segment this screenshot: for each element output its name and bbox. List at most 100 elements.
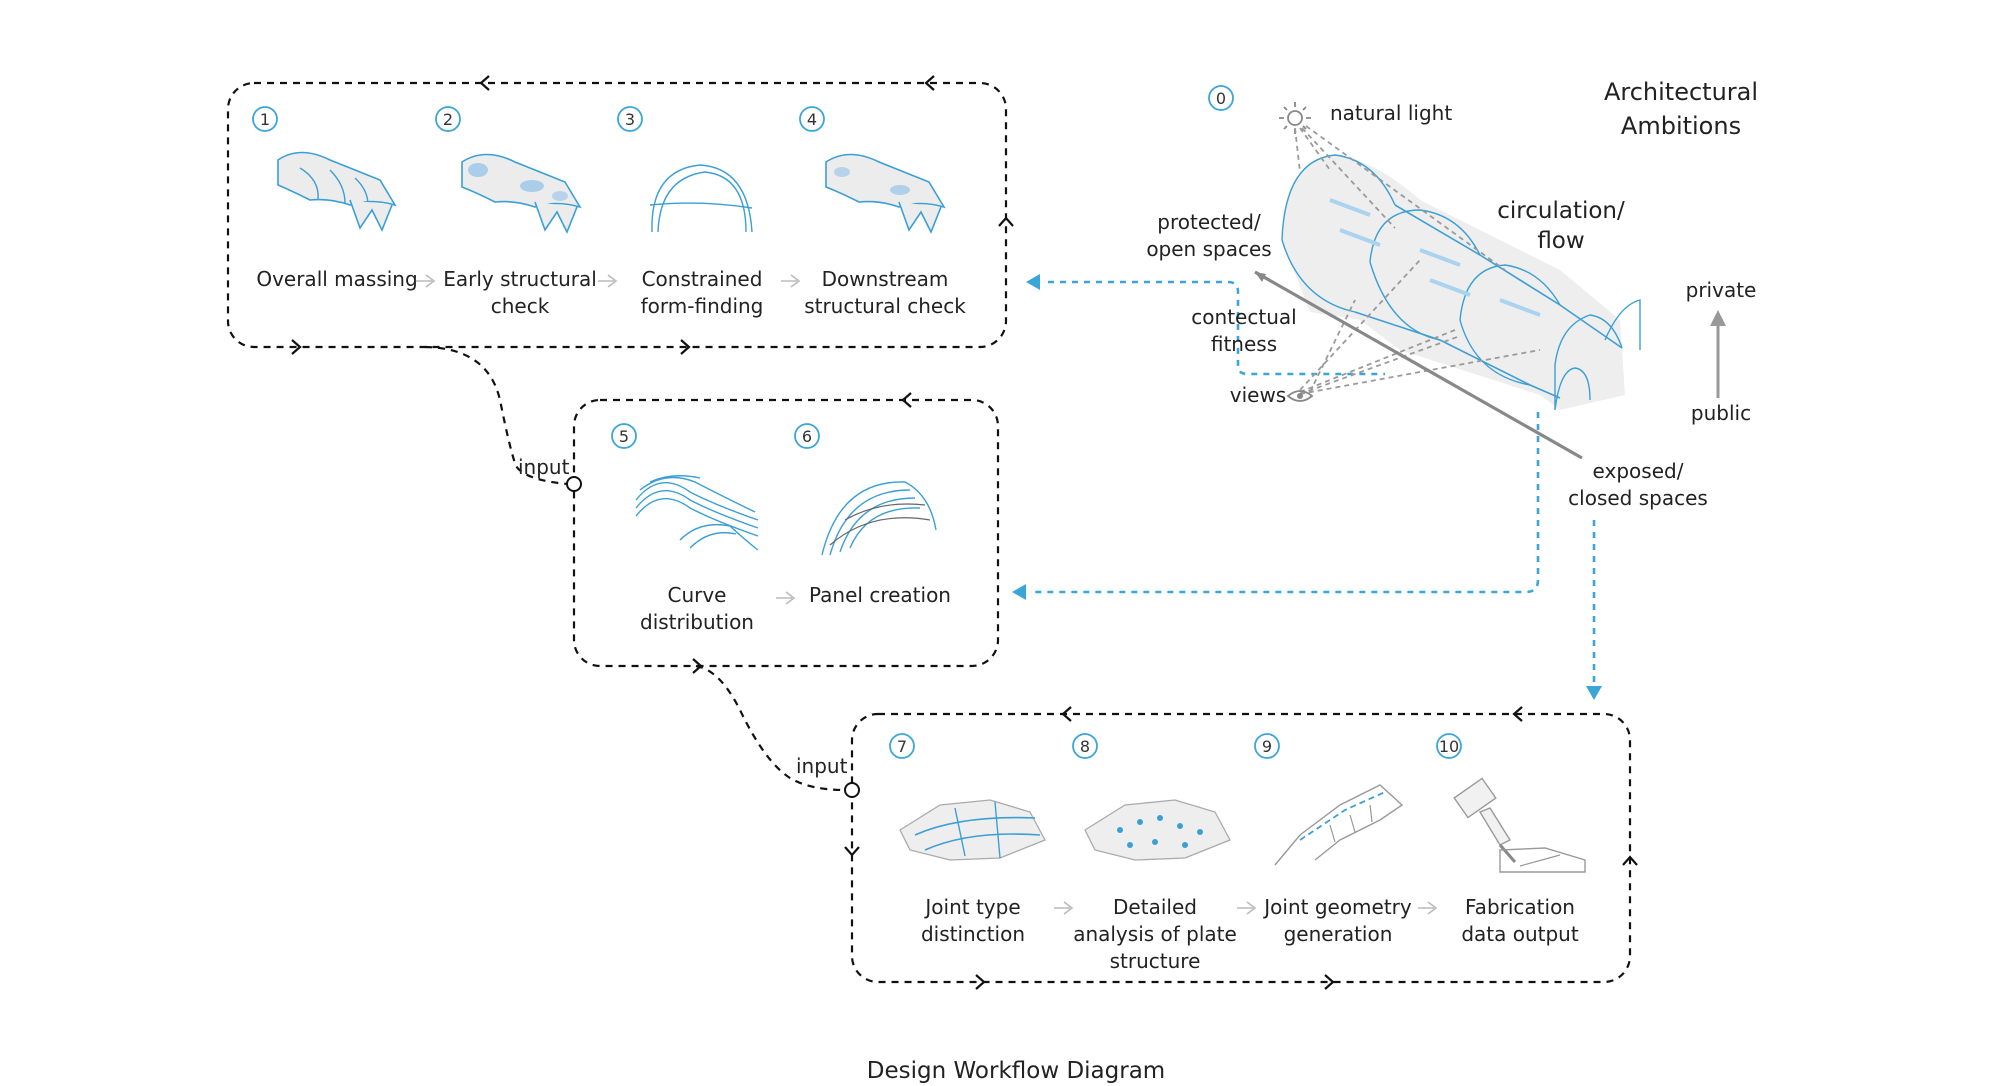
step-arrow-icon <box>1418 901 1438 915</box>
massing-sketch-icon <box>277 151 397 232</box>
step-arrow-icon <box>781 274 801 288</box>
vault-structure-icon <box>1281 154 1641 411</box>
curve-distribution-icon <box>635 475 759 551</box>
step-number: 7 <box>897 737 907 756</box>
natural-light-label: natural light <box>1330 101 1452 125</box>
step-number: 0 <box>1216 89 1226 108</box>
step-label: Early structural <box>443 267 597 291</box>
frame-chevron-right-icon <box>291 339 302 355</box>
eye-icon <box>1286 390 1314 402</box>
structural-check-sketch-icon <box>461 153 582 234</box>
group3-step-7: 7 Joint type distinction <box>889 733 1046 946</box>
arrow-head-left-icon <box>1026 274 1040 290</box>
black-connectors: input input <box>424 345 848 792</box>
frame-chevron-up-icon <box>1622 855 1638 866</box>
step-label: Downstream <box>822 267 949 291</box>
step-label: Fabrication <box>1465 895 1575 919</box>
group3-step-9: 9 Joint geometry generation <box>1254 733 1412 946</box>
group1-step-arrows <box>416 274 801 288</box>
step-label: Overall massing <box>256 267 417 291</box>
ambitions-title: Architectural <box>1604 78 1758 106</box>
connector-1-to-2 <box>424 345 568 486</box>
arrow-head-left-icon <box>1012 584 1026 600</box>
protected-label: protected/ <box>1157 210 1261 234</box>
group1-step-3: 3 Constrained form-finding <box>617 106 764 318</box>
step-number: 10 <box>1439 737 1459 756</box>
frame-chevron-right-icon <box>1324 974 1335 990</box>
frame-chevron-down-icon <box>844 846 860 857</box>
step-number: 3 <box>625 110 635 129</box>
downstream-check-sketch-icon <box>825 153 946 234</box>
arrow-up-icon <box>1710 310 1726 326</box>
step-label: structure <box>1110 949 1201 973</box>
ambitions-title: Ambitions <box>1621 112 1741 140</box>
fabrication-robot-icon <box>1453 777 1586 873</box>
step-number: 6 <box>802 427 812 446</box>
step-label: Joint type <box>923 895 1020 919</box>
exposed-label: closed spaces <box>1568 486 1708 510</box>
group1-step-4: 4 Downstream structural check <box>799 106 966 318</box>
step-label: generation <box>1284 922 1393 946</box>
light-rays <box>1294 125 1541 395</box>
arrow-head-down-icon <box>1586 686 1602 700</box>
step-arrow-icon <box>598 274 618 288</box>
input-port-icon <box>844 782 860 798</box>
frame-chevron-left-icon <box>1061 706 1072 722</box>
group1-frame <box>226 75 1014 355</box>
public-label: public <box>1691 401 1751 425</box>
views-label: views <box>1230 383 1286 407</box>
frame-chevron-left-icon <box>479 75 490 91</box>
step-label: check <box>491 294 550 318</box>
input-label: input <box>796 754 848 778</box>
step-label: form-finding <box>641 294 764 318</box>
group1-step-1: 1 Overall massing <box>252 106 418 291</box>
group3-frame <box>844 706 1638 990</box>
group3-step-arrows <box>1054 901 1438 915</box>
step-label: Curve <box>667 583 726 607</box>
group3-step-8: 8 Detailed analysis of plate structure <box>1072 733 1237 973</box>
group3-step-10: 10 Fabrication data output <box>1436 733 1586 946</box>
step-number: 4 <box>807 110 817 129</box>
protected-label: open spaces <box>1146 237 1271 261</box>
frame-chevron-left-icon <box>924 75 935 91</box>
step-label: Joint geometry <box>1262 895 1412 919</box>
joint-type-icon <box>899 799 1046 861</box>
step-number: 8 <box>1080 737 1090 756</box>
frame-chevron-right-icon <box>975 974 986 990</box>
feedback-to-group1 <box>1168 280 1385 376</box>
frame-chevron-right-icon <box>680 339 691 355</box>
frame-chevron-left-icon <box>1512 706 1523 722</box>
group2-step-5: 5 Curve distribution <box>611 423 759 634</box>
exposure-axis-line <box>1254 270 1583 460</box>
step-number: 1 <box>260 110 270 129</box>
form-finding-arch-icon <box>649 164 753 233</box>
joint-geometry-icon <box>1274 784 1404 866</box>
circulation-label: flow <box>1537 228 1584 254</box>
feedback-to-group2 <box>1030 412 1540 594</box>
diagram-caption: Design Workflow Diagram <box>867 1058 1165 1084</box>
step-label: Panel creation <box>809 583 951 607</box>
step-number: 9 <box>1262 737 1272 756</box>
group1-step-2: 2 Early structural check <box>435 106 597 318</box>
step-label: analysis of plate <box>1073 922 1237 946</box>
panel-creation-icon <box>821 481 937 556</box>
group2-frame <box>566 392 1000 674</box>
step-number: 2 <box>443 110 453 129</box>
plate-analysis-icon <box>1084 799 1231 861</box>
input-port-icon <box>566 476 582 492</box>
step-number: 5 <box>619 427 629 446</box>
axis-arrow-head-icon <box>1255 272 1266 282</box>
frame-chevron-up-icon <box>998 216 1014 227</box>
step-label: structural check <box>804 294 966 318</box>
step-label: data output <box>1461 922 1579 946</box>
step-arrow-icon <box>1237 901 1257 915</box>
connector-2-to-3 <box>695 664 846 792</box>
exposed-label: exposed/ <box>1593 459 1684 483</box>
blue-feedback-arrows <box>1012 274 1602 700</box>
circulation-label: circulation/ <box>1497 198 1625 224</box>
group2-step-6: 6 Panel creation <box>794 423 951 607</box>
ambitions-panel: 0 Architectural Ambitions natural light <box>1146 78 1758 510</box>
step-label: Detailed <box>1113 895 1197 919</box>
step-label: distribution <box>640 610 754 634</box>
frame-chevron-right-icon <box>692 658 703 674</box>
